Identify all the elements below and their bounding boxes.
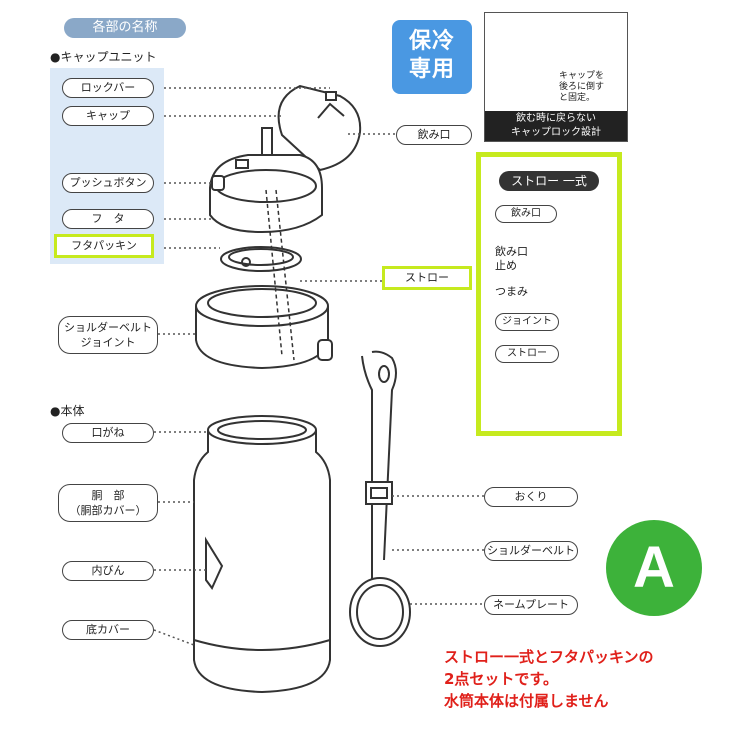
label-strap-keeper: おくり (484, 487, 578, 507)
label-cap: キャップ (62, 106, 154, 126)
set-notice-line3: 水筒本体は付属しません (444, 692, 609, 710)
label-shoulder-joint-line1: ショルダーベルト (64, 321, 152, 334)
info-note-line3: と固定。 (559, 93, 596, 103)
cap-lock-info-box: キャップを 後ろに倒す と固定。 飲む時に戻らない キャップロック設計 (484, 12, 628, 142)
set-notice: ストロー一式とフタパッキンの 2点セットです。 水筒本体は付属しません (444, 646, 654, 712)
body-title: ●本体 (50, 404, 85, 418)
info-note: キャップを 後ろに倒す と固定。 (559, 71, 604, 104)
straw-set-label-stopper-line1: 飲み口 (495, 245, 528, 258)
label-straw: ストロー (382, 266, 472, 290)
label-mouth-ring: 口がね (62, 423, 154, 443)
straw-set-label-stopper-line2: 止め (495, 259, 517, 272)
label-lid: フ タ (62, 209, 154, 229)
label-body: 胴 部 （胴部カバー） (58, 484, 158, 522)
label-shoulder-belt: ショルダーベルト (484, 541, 578, 561)
cap-unit-title: ●キャップユニット (50, 50, 157, 64)
label-shoulder-joint: ショルダーベルト ジョイント (58, 316, 158, 354)
straw-set-label-joint: ジョイント (495, 313, 559, 331)
label-lock-bar: ロックバー (62, 78, 154, 98)
straw-set-box: ストロー 一式 飲み口 飲み口 止め つまみ ジョイント ストロー (476, 152, 622, 436)
shoulder-joint-drawing (195, 285, 333, 370)
label-lid-packing: フタパッキン (54, 234, 154, 258)
label-name-plate: ネームプレート (484, 595, 578, 615)
label-bottom-cover: 底カバー (62, 620, 154, 640)
bottle-body-drawing (193, 415, 331, 694)
straw-set-label-straw: ストロー (495, 345, 559, 363)
straw-set-label-grip: つまみ (495, 285, 528, 298)
info-note-line1: キャップを (559, 71, 605, 81)
label-body-line2: （胴部カバー） (69, 504, 147, 517)
info-caption: 飲む時に戻らない キャップロック設計 (485, 111, 627, 141)
variant-a-mark: A (606, 520, 702, 616)
section-tab: 各部の名称 (64, 18, 186, 38)
badge-line2: 専用 (408, 57, 455, 82)
cold-only-badge: 保冷 専用 (392, 20, 472, 94)
badge-line1: 保冷 (408, 29, 455, 54)
straw-set-header: ストロー 一式 (499, 171, 599, 191)
straw-set-label-stopper: 飲み口 止め (495, 245, 528, 273)
label-push-button: プッシュボタン (62, 173, 154, 193)
info-caption-line1: 飲む時に戻らない (516, 113, 596, 124)
set-notice-line1: ストロー一式とフタパッキンの (444, 648, 654, 666)
label-shoulder-joint-line2: ジョイント (80, 336, 136, 349)
lid-packing-drawing (220, 246, 302, 272)
label-body-line1: 胴 部 (91, 489, 125, 502)
info-note-line2: 後ろに倒す (559, 82, 605, 92)
cap-unit-panel (50, 68, 164, 264)
shoulder-belt-drawing (349, 350, 411, 647)
label-inner-bottle: 内びん (62, 561, 154, 581)
info-caption-line2: キャップロック設計 (511, 127, 601, 138)
set-notice-line2: 2点セットです。 (444, 670, 558, 688)
label-drink-spout: 飲み口 (396, 125, 472, 145)
leader-lines (153, 87, 484, 646)
straw-set-label-spout: 飲み口 (495, 205, 557, 223)
cap-drawing (277, 84, 362, 172)
